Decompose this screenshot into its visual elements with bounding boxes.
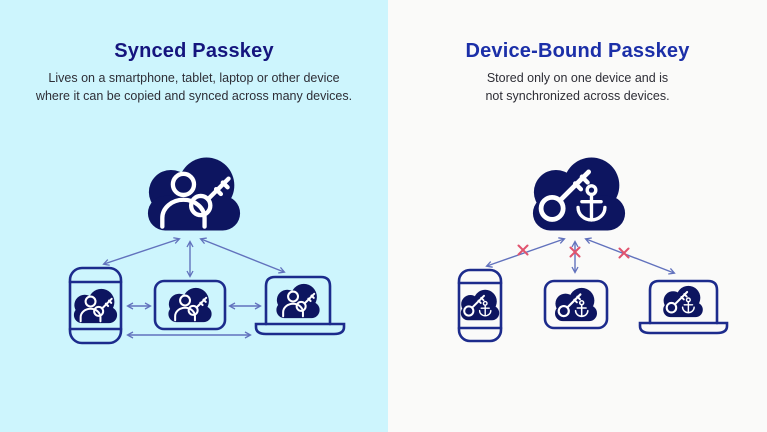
laptop-icon bbox=[638, 279, 729, 335]
blocked-sync-arrows bbox=[485, 237, 676, 275]
cloud-user-key-icon bbox=[275, 283, 321, 319]
smartphone-icon bbox=[457, 268, 503, 343]
synced-passkey-description: Lives on a smartphone, tablet, laptop or… bbox=[35, 71, 353, 103]
device-bound-diagram bbox=[457, 0, 729, 343]
synced-passkey-title: Synced Passkey bbox=[114, 40, 274, 62]
cloud-key-anchor-icon bbox=[533, 158, 625, 231]
tablet-icon bbox=[153, 279, 227, 331]
laptop-icon bbox=[254, 275, 346, 336]
cloud-key-anchor-icon bbox=[460, 289, 500, 321]
sync-arrows bbox=[102, 237, 286, 339]
cloud-key-anchor-icon bbox=[662, 285, 704, 318]
device-bound-title: Device-Bound Passkey bbox=[465, 40, 690, 62]
synced-passkey-panel: Synced Passkey Lives on a smartphone, ta… bbox=[0, 0, 388, 432]
synced-passkey-diagram bbox=[68, 0, 346, 345]
device-bound-description: Stored only on one device and is not syn… bbox=[485, 71, 670, 103]
smartphone-icon bbox=[68, 266, 123, 345]
cross-icon bbox=[569, 246, 581, 258]
cross-icon bbox=[517, 244, 529, 256]
cloud-user-key-icon bbox=[73, 288, 118, 324]
cross-icon bbox=[618, 247, 630, 259]
cloud-user-key-icon bbox=[167, 287, 213, 323]
cloud-user-key-icon bbox=[148, 158, 240, 231]
cloud-key-anchor-icon bbox=[554, 287, 598, 322]
device-bound-panel: Device-Bound Passkey Stored only on one … bbox=[388, 0, 767, 432]
tablet-icon bbox=[543, 279, 609, 330]
